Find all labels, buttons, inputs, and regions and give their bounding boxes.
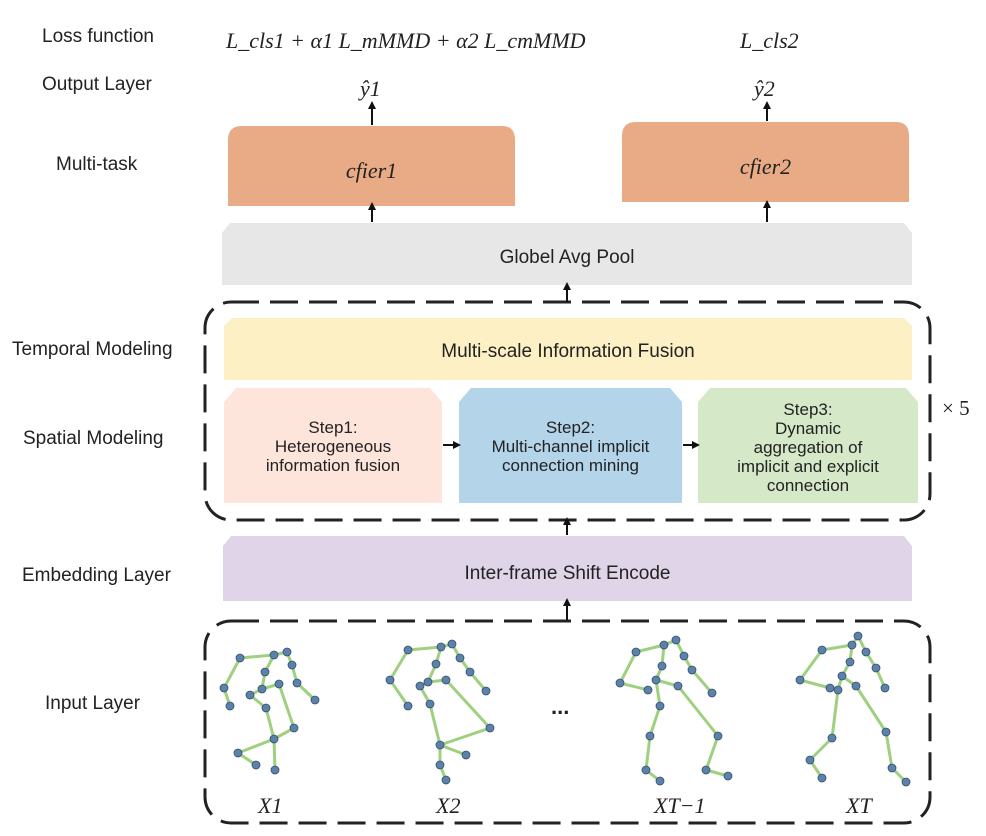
step3-title: Step3: xyxy=(783,399,833,419)
classifier-2-label: cfier2 xyxy=(739,154,792,179)
skeleton-label-x2: X2 xyxy=(436,793,461,818)
pool-label: Globel Avg Pool xyxy=(499,247,635,268)
loss-formula-task1: L_cls1 + α1 L_mMMD + α2 L_cmMMD xyxy=(226,28,586,53)
step3-body: Dynamic aggregation of implicit and expl… xyxy=(737,418,879,495)
label-output-layer: Output Layer xyxy=(42,74,152,95)
skeleton-label-xt-minus-1: XT−1 xyxy=(654,793,706,818)
step1-text: Step1: Heterogeneous information fusion xyxy=(228,396,438,496)
label-multi-task: Multi-task xyxy=(56,154,138,175)
skeleton-ellipsis: ... xyxy=(551,694,570,719)
step1-body: Heterogeneous information fusion xyxy=(265,436,401,475)
step2-text: Step2: Multi-channel implicit connection… xyxy=(462,396,679,496)
skeleton-label-x1: X1 xyxy=(258,793,283,818)
loss-formula-task2: L_cls2 xyxy=(740,28,799,53)
step2-box xyxy=(459,388,682,503)
label-spatial-modeling: Spatial Modeling xyxy=(23,428,164,449)
label-input-layer: Input Layer xyxy=(45,693,141,714)
embed-label: Inter-frame Shift Encode xyxy=(464,562,671,584)
label-temporal-modeling: Temporal Modeling xyxy=(12,339,173,360)
skeleton-x1 xyxy=(219,647,320,775)
step1-title: Step1: xyxy=(308,417,358,437)
pool-box xyxy=(222,223,912,285)
repeat-count: × 5 xyxy=(942,396,970,420)
input-layer-frame xyxy=(203,619,932,825)
fusion-label: Multi-scale Information Fusion xyxy=(441,341,695,362)
label-loss-function: Loss function xyxy=(42,26,154,47)
classifier-1-label: cfier1 xyxy=(345,158,398,183)
classifier-1-box xyxy=(228,126,515,206)
step3-box xyxy=(698,388,918,503)
embed-box xyxy=(223,536,912,601)
step1-box xyxy=(224,388,442,503)
step3-text: Step3: Dynamic aggregation of implicit a… xyxy=(702,392,914,502)
fusion-box xyxy=(224,318,912,380)
skeleton-xt-minus-1 xyxy=(615,635,733,786)
output-y2: ŷ2 xyxy=(754,76,775,101)
step2-body: Multi-channel implicit connection mining xyxy=(491,436,650,475)
skeleton-xt xyxy=(795,631,911,787)
step2-title: Step2: xyxy=(545,417,596,437)
skeleton-x2 xyxy=(385,639,495,785)
label-embedding-layer: Embedding Layer xyxy=(22,565,171,586)
output-y1: ŷ1 xyxy=(360,76,381,101)
skeleton-label-xt: XT xyxy=(846,793,872,818)
classifier-2-box xyxy=(622,122,909,202)
